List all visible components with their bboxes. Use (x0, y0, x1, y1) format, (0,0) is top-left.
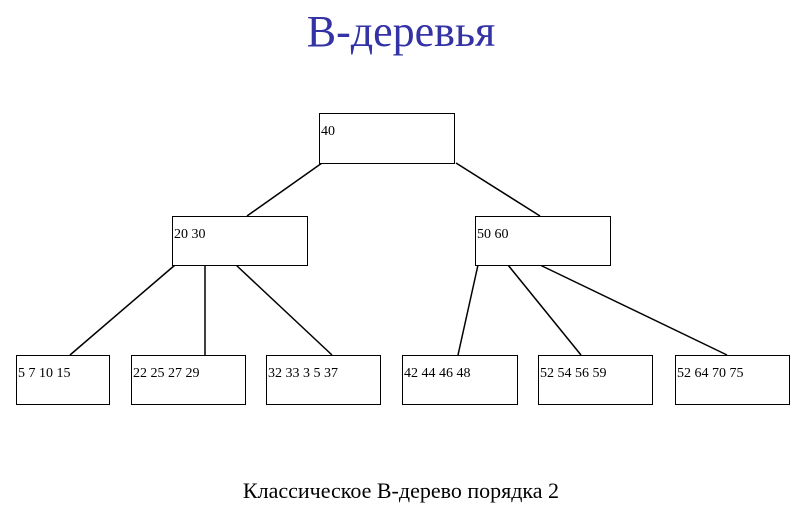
node-keys: 52 64 70 75 (677, 366, 744, 381)
tree-node-root: 40 (319, 113, 455, 164)
tree-leaf-3: 32 33 3 5 37 (266, 355, 381, 405)
node-keys: 50 60 (477, 227, 509, 242)
tree-leaf-2: 22 25 27 29 (131, 355, 246, 405)
node-keys: 22 25 27 29 (133, 366, 200, 381)
node-keys: 42 44 46 48 (404, 366, 471, 381)
tree-leaf-4: 42 44 46 48 (402, 355, 518, 405)
edge-l1b-leaf4 (457, 264, 479, 356)
diagram-caption: Классическое B-дерево порядка 2 (242, 478, 560, 503)
node-keys: 20 30 (174, 227, 206, 242)
node-keys: 32 33 3 5 37 (268, 366, 338, 381)
page-title: B-деревья (306, 7, 496, 56)
edge-l1a-leaf3 (235, 264, 333, 356)
edge-root-left (246, 162, 323, 217)
edge-l1a-leaf1 (69, 264, 176, 356)
tree-leaf-6: 52 64 70 75 (675, 355, 790, 405)
node-keys: 40 (321, 124, 335, 139)
tree-node-level1-left: 20 30 (172, 216, 308, 266)
edge-l1b-leaf5 (507, 264, 582, 356)
node-keys: 5 7 10 15 (18, 366, 71, 381)
edge-l1b-leaf6 (539, 264, 728, 356)
tree-leaf-5: 52 54 56 59 (538, 355, 653, 405)
tree-leaf-1: 5 7 10 15 (16, 355, 110, 405)
tree-node-level1-right: 50 60 (475, 216, 611, 266)
node-keys: 52 54 56 59 (540, 366, 607, 381)
edge-root-right (455, 162, 541, 217)
